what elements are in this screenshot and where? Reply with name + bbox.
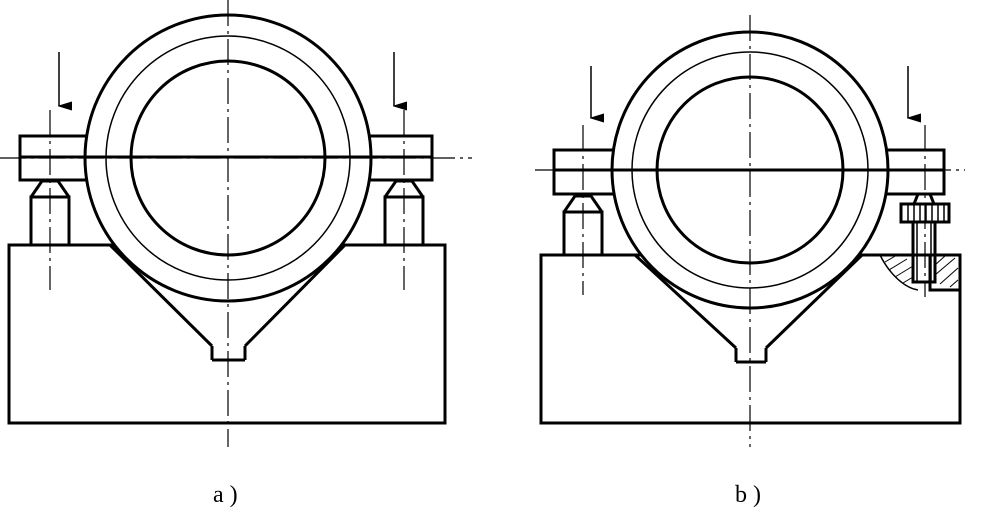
caption-a: a ) xyxy=(213,482,238,508)
view-b xyxy=(535,15,965,447)
caption-b: b ) xyxy=(735,482,761,508)
adjustable-support-right-b xyxy=(879,192,962,292)
view-a xyxy=(0,0,472,447)
